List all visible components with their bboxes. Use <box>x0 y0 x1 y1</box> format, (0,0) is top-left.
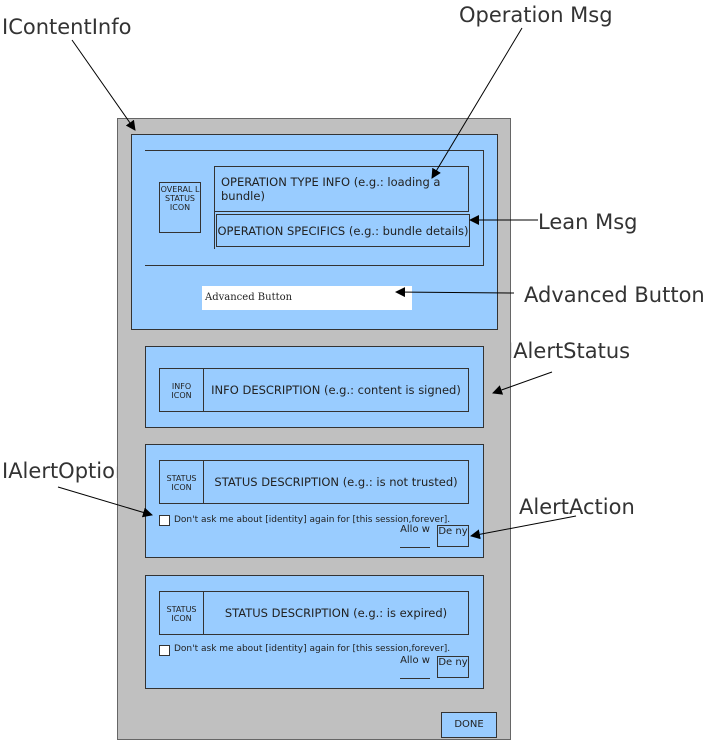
callout-lean-msg: Lean Msg <box>538 210 638 234</box>
allow-button-1[interactable]: Allo w <box>400 524 430 548</box>
content-info-divider-left <box>483 150 484 266</box>
operation-box-left-rule <box>214 212 215 249</box>
operation-specifics: OPERATION SPECIFICS (e.g.: bundle detail… <box>216 214 470 247</box>
alert-status-panel <box>145 346 484 428</box>
callout-ialertstatus: IAlertStatus <box>507 339 631 363</box>
done-button[interactable]: DONE <box>441 712 497 738</box>
content-info-divider-bottom <box>145 265 484 266</box>
callout-operation-msg: Operation Msg <box>459 3 613 27</box>
content-info-divider-top <box>145 150 484 151</box>
advanced-button[interactable]: Advanced Button <box>202 286 412 310</box>
dont-ask-label-2: Don't ask me about [identity] again for … <box>174 644 451 654</box>
callout-alertaction: AlertAction <box>519 495 635 519</box>
alert-option-panel-1 <box>145 444 484 558</box>
status-description-2: STATUS DESCRIPTION (e.g.: is expired) <box>203 591 469 635</box>
overall-status-icon: OVERAL L STATUS ICON <box>159 182 201 233</box>
alert-option-panel-2 <box>145 575 484 689</box>
callout-ialertoption: IAlertOption <box>2 459 129 483</box>
callout-icontentinfo: IContentInfo <box>2 15 132 39</box>
dont-ask-checkbox-1[interactable] <box>159 515 170 526</box>
deny-button-2[interactable]: De ny <box>437 656 469 678</box>
arrow-icontentinfo <box>71 39 136 131</box>
deny-button-1[interactable]: De ny <box>437 525 469 547</box>
operation-type-info: OPERATION TYPE INFO (e.g.: loading a bun… <box>214 166 469 212</box>
status-icon-2: STATUS ICON <box>159 591 204 635</box>
dont-ask-label-1: Don't ask me about [identity] again for … <box>174 515 451 525</box>
info-description: INFO DESCRIPTION (e.g.: content is signe… <box>203 368 469 412</box>
dont-ask-checkbox-2[interactable] <box>159 645 170 656</box>
allow-button-2[interactable]: Allo w <box>400 655 430 679</box>
status-description-1: STATUS DESCRIPTION (e.g.: is not trusted… <box>203 460 469 504</box>
callout-advanced-button: Advanced Button <box>524 283 705 307</box>
status-icon-1: STATUS ICON <box>159 460 204 504</box>
info-icon: INFO ICON <box>159 368 204 412</box>
